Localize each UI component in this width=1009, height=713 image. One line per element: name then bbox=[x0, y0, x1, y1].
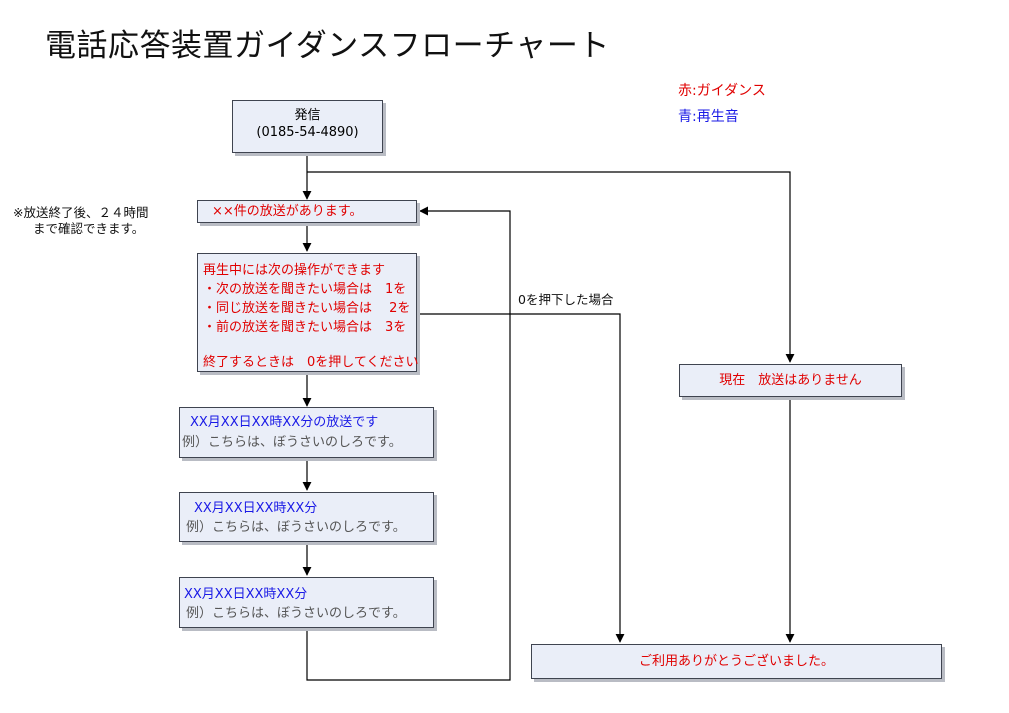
message-2-example: 例）こちらは、ぼうさいのしろです。 bbox=[186, 520, 406, 535]
arrow-zero-pressed bbox=[418, 313, 625, 643]
message-1-example: 例）こちらは、ぼうさいのしろです。 bbox=[182, 435, 402, 450]
no-broadcast-node: 現在 放送はありません bbox=[679, 364, 902, 397]
message-2-datetime: XX月XX日XX時XX分 bbox=[194, 501, 318, 516]
end-text: ご利用ありがとうございました。 bbox=[638, 654, 834, 669]
legend-playback: 青:再生音 bbox=[678, 109, 739, 125]
menu-node: 再生中には次の操作ができます ・次の放送を聞きたい場合は 1を ・同じ放送を聞き… bbox=[197, 253, 419, 372]
message-node-3: XX月XX日XX時XX分 例）こちらは、ぼうさいのしろです。 bbox=[179, 577, 434, 628]
message-3-example: 例）こちらは、ぼうさいのしろです。 bbox=[186, 606, 406, 621]
arrow-to-none-branch bbox=[307, 171, 795, 363]
legend-guidance: 赤:ガイダンス bbox=[678, 83, 766, 99]
call-node: 発信 (0185-54-4890) bbox=[232, 100, 383, 153]
message-node-1: XX月XX日XX時XX分の放送です 例）こちらは、ぼうさいのしろです。 bbox=[179, 407, 434, 458]
message-node-2: XX月XX日XX時XX分 例）こちらは、ぼうさいのしろです。 bbox=[179, 492, 434, 542]
call-number: (0185-54-4890) bbox=[256, 125, 359, 140]
message-3-datetime: XX月XX日XX時XX分 bbox=[184, 587, 308, 602]
retention-note-line1: ※放送終了後、２４時間 bbox=[13, 205, 149, 220]
page-title: 電話応答装置ガイダンスフローチャート bbox=[45, 28, 610, 64]
menu-line-4: ・前の放送を聞きたい場合は 3を bbox=[203, 320, 407, 335]
no-broadcast-text: 現在 放送はありません bbox=[719, 373, 862, 388]
loop-back-arrow bbox=[306, 206, 511, 681]
end-node: ご利用ありがとうございました。 bbox=[531, 644, 942, 679]
announce-count-text: ××件の放送があります。 bbox=[212, 204, 363, 219]
announce-count-node: ××件の放送があります。 bbox=[197, 200, 417, 223]
retention-note-line2: まで確認できます。 bbox=[33, 221, 145, 236]
menu-line-5: 終了するときは 0を押してください bbox=[203, 355, 419, 370]
menu-line-2: ・次の放送を聞きたい場合は 1を bbox=[203, 282, 407, 297]
menu-line-1: 再生中には次の操作ができます bbox=[203, 263, 386, 278]
message-1-datetime: XX月XX日XX時XX分の放送です bbox=[190, 415, 379, 430]
zero-pressed-label: 0を押下した場合 bbox=[518, 292, 614, 307]
menu-line-3: ・同じ放送を聞きたい場合は 2を bbox=[203, 301, 411, 316]
call-label: 発信 bbox=[294, 108, 321, 123]
